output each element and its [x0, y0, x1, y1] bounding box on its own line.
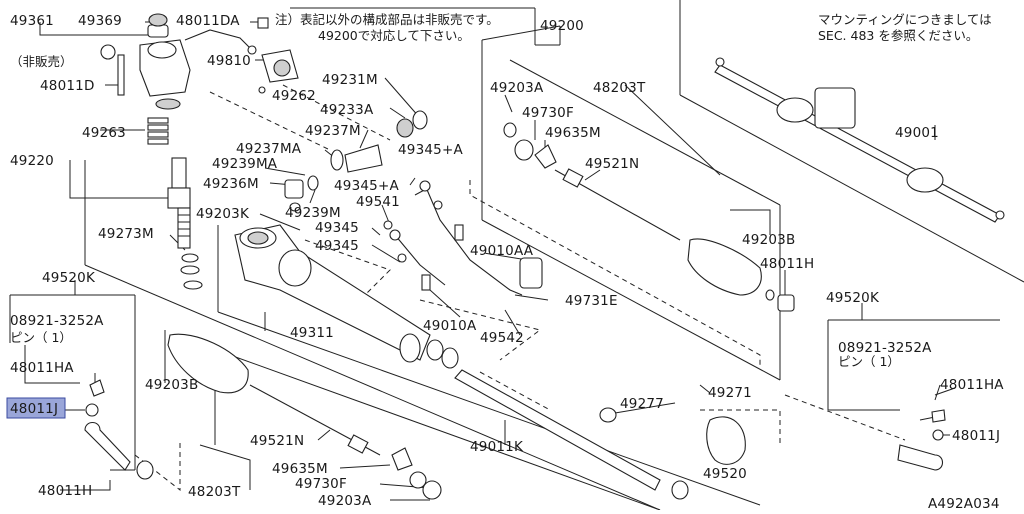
label-48011J-left[interactable]: 48011J — [10, 401, 58, 417]
note-not-for-sale: （非販売） — [10, 54, 73, 69]
note-not-sold-line2: 49200で対応して下さい。 — [318, 28, 470, 43]
label-49277[interactable]: 49277 — [620, 396, 664, 412]
label-49263[interactable]: 49263 — [82, 125, 126, 141]
label-49203K[interactable]: 49203K — [196, 206, 250, 222]
label-48011HA-right[interactable]: 48011HA — [940, 377, 1004, 393]
label-48011D[interactable]: 48011D — [40, 78, 95, 94]
label-49635M-top[interactable]: 49635M — [545, 125, 601, 141]
note-mounting-line2: SEC. 483 を参照ください。 — [818, 28, 978, 43]
label-49810[interactable]: 49810 — [207, 53, 251, 69]
label-49236M[interactable]: 49236M — [203, 176, 259, 192]
pinion-shaft-part[interactable] — [167, 157, 203, 290]
label-49521N-top[interactable]: 49521N — [585, 156, 639, 172]
label-49200[interactable]: 49200 — [540, 18, 584, 34]
label-49271[interactable]: 49271 — [708, 385, 752, 401]
label-49345A-2[interactable]: 49345+A — [334, 178, 399, 194]
diagram-id: A492A034 — [928, 496, 1000, 510]
label-48011H-right[interactable]: 48011H — [760, 256, 814, 272]
note-not-sold-line1: 注）表記以外の構成部品は非販売です。 — [275, 12, 499, 27]
label-49203B-left[interactable]: 49203B — [145, 377, 198, 393]
label-49010A[interactable]: 49010A — [423, 318, 477, 334]
label-49237MA[interactable]: 49237MA — [236, 141, 302, 157]
steering-rack-assy-part[interactable] — [714, 57, 1005, 223]
label-49203A-bottom[interactable]: 49203A — [318, 493, 372, 509]
label-49521N-bottom[interactable]: 49521N — [250, 433, 304, 449]
valve-housing-part[interactable] — [100, 13, 191, 110]
note-pin-left: ピン（ 1） — [10, 330, 72, 345]
label-49010AA[interactable]: 49010AA — [470, 243, 534, 259]
sensor-cable-part[interactable] — [184, 17, 299, 94]
rack-bar-part[interactable] — [426, 339, 746, 500]
hydraulic-line-part[interactable] — [383, 180, 543, 296]
label-49203B-right[interactable]: 49203B — [742, 232, 795, 248]
frame-lines — [9, 0, 1024, 511]
label-49001[interactable]: 49001 — [895, 125, 939, 141]
label-08921-3252A-right[interactable]: 08921-3252A — [838, 340, 932, 356]
label-49730F-bottom[interactable]: 49730F — [295, 476, 347, 492]
label-08921-3252A-left[interactable]: 08921-3252A — [10, 313, 104, 329]
part-drawings — [84, 13, 1005, 500]
note-mounting-line1: マウンティングにつきましては — [818, 12, 992, 27]
label-49345A-1[interactable]: 49345+A — [398, 142, 463, 158]
inner-tie-rod-bottom-part[interactable] — [167, 333, 442, 500]
label-49220[interactable]: 49220 — [10, 153, 54, 169]
label-48011HA-left[interactable]: 48011HA — [10, 360, 74, 376]
label-48203T-bottom[interactable]: 48203T — [188, 484, 241, 500]
outer-tie-rod-right-part[interactable] — [897, 387, 956, 471]
label-49011K[interactable]: 49011K — [470, 439, 524, 455]
label-49520K-right[interactable]: 49520K — [826, 290, 880, 306]
label-49311[interactable]: 49311 — [290, 325, 334, 341]
label-49345-2[interactable]: 49345 — [315, 238, 359, 254]
pinion-spring-part[interactable] — [147, 117, 169, 145]
gear-housing-part[interactable] — [234, 224, 431, 363]
label-49520[interactable]: 49520 — [703, 466, 747, 482]
label-49730F-top[interactable]: 49730F — [522, 105, 574, 121]
label-49345-1[interactable]: 49345 — [315, 220, 359, 236]
outer-tie-rod-left-part[interactable] — [84, 379, 154, 480]
label-49231M[interactable]: 49231M — [322, 72, 378, 88]
label-49239MA[interactable]: 49239MA — [212, 156, 278, 172]
label-49520K-left[interactable]: 49520K — [42, 270, 96, 286]
part-labels: 49361 49369 48011DA 注）表記以外の構成部品は非販売です。 4… — [10, 12, 1004, 512]
leader-lines — [24, 21, 950, 501]
label-49237M-a[interactable]: 49237M — [305, 123, 361, 139]
inner-tie-rod-top-part[interactable] — [503, 122, 795, 312]
label-49361[interactable]: 49361 — [10, 13, 54, 29]
label-49203A-top[interactable]: 49203A — [490, 80, 544, 96]
label-49635M-bottom[interactable]: 49635M — [272, 461, 328, 477]
label-49731E[interactable]: 49731E — [565, 293, 618, 309]
label-49369[interactable]: 49369 — [78, 13, 122, 29]
label-49262[interactable]: 49262 — [272, 88, 316, 104]
highlighted-part-box — [6, 397, 66, 419]
label-49542[interactable]: 49542 — [480, 330, 524, 346]
label-49239M[interactable]: 49239M — [285, 205, 341, 221]
label-48203T-top[interactable]: 48203T — [593, 80, 646, 96]
label-48011DA[interactable]: 48011DA — [176, 13, 240, 29]
seal-stack-part[interactable] — [284, 110, 428, 212]
label-49541[interactable]: 49541 — [356, 194, 400, 210]
label-48011J-right[interactable]: 48011J — [952, 428, 1000, 444]
note-pin-right: ピン（ 1） — [838, 354, 900, 369]
label-49273M[interactable]: 49273M — [98, 226, 154, 242]
label-49233A[interactable]: 49233A — [320, 102, 374, 118]
label-48011H-left[interactable]: 48011H — [38, 483, 92, 499]
